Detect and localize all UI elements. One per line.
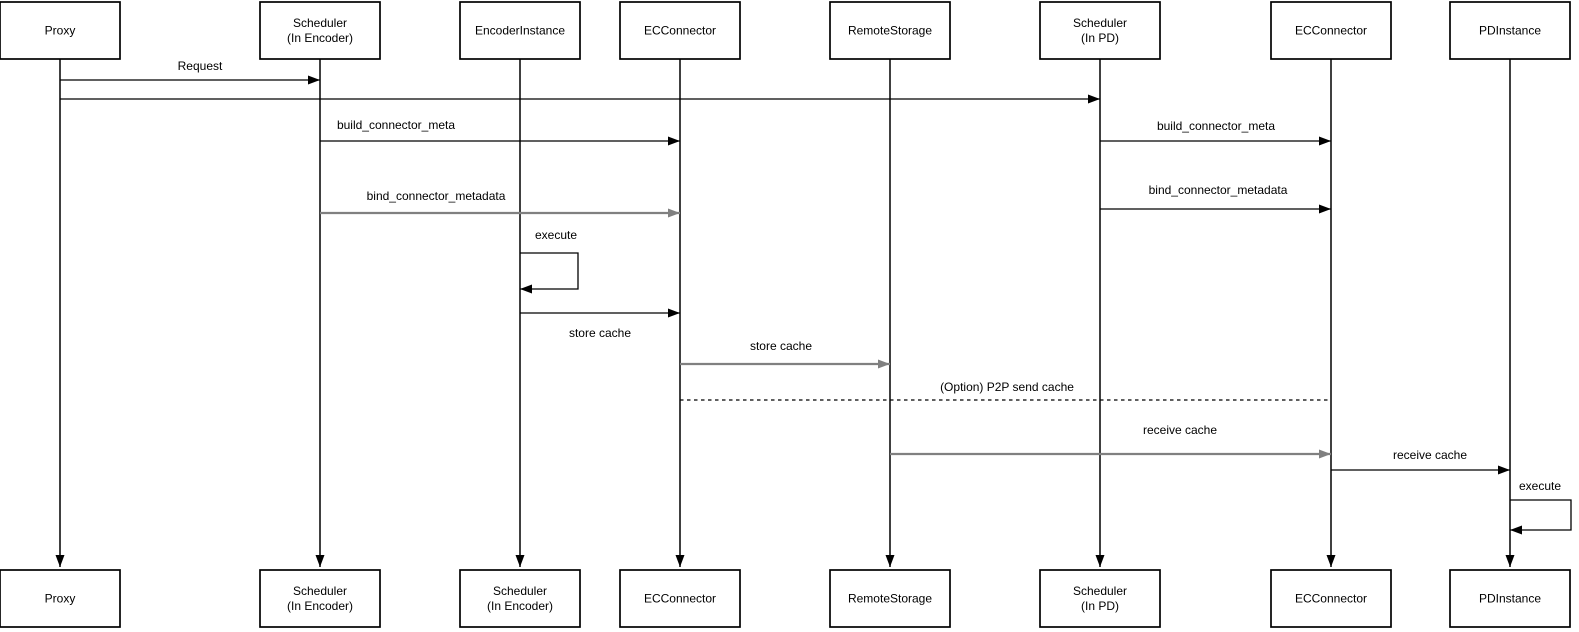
participant-label: Proxy	[45, 24, 76, 38]
participant-box	[259, 569, 381, 628]
participant-ec-connector-pd-top: ECConnector	[1270, 1, 1392, 60]
participant-label: RemoteStorage	[848, 592, 932, 606]
participant-box	[1039, 569, 1161, 628]
participant-encoder-instance-top: EncoderInstance	[459, 1, 581, 60]
participant-pd-instance-bottom: PDInstance	[1449, 569, 1571, 628]
message-label-request: Request	[178, 59, 223, 73]
message-label-build-connector-meta-pd: build_connector_meta	[1157, 119, 1275, 133]
participant-label: (In Encoder)	[287, 599, 353, 613]
participant-pd-instance-top: PDInstance	[1449, 1, 1571, 60]
participant-box	[1270, 1, 1392, 60]
participant-ec-connector-encoder-bottom: ECConnector	[619, 569, 741, 628]
participant-box	[829, 569, 951, 628]
participant-label: (In PD)	[1081, 599, 1119, 613]
participant-label: Scheduler	[1073, 16, 1127, 30]
participant-label: (In Encoder)	[487, 599, 553, 613]
lifelines-layer	[55, 59, 1515, 567]
participant-label: Proxy	[45, 592, 76, 606]
participant-label: Scheduler	[1073, 584, 1127, 598]
message-label-p2p-send-cache: (Option) P2P send cache	[940, 380, 1074, 394]
participant-label: (In PD)	[1081, 31, 1119, 45]
message-label-receive-cache-connector: receive cache	[1143, 423, 1217, 437]
participant-label: ECConnector	[1295, 24, 1367, 38]
participant-label: Scheduler	[293, 16, 347, 30]
participant-scheduler-in-encoder-bottom: Scheduler(In Encoder)	[259, 569, 381, 628]
participant-box	[619, 569, 741, 628]
self-message-label-execute-pd: execute	[1519, 479, 1561, 493]
participant-box	[619, 1, 741, 60]
messages-layer	[60, 75, 1572, 535]
participant-box	[0, 1, 121, 60]
participant-box	[259, 1, 381, 60]
participant-ec-connector-pd-bottom: ECConnector	[1270, 569, 1392, 628]
participant-scheduler-in-pd-top: Scheduler(In PD)	[1039, 1, 1161, 60]
participant-label: ECConnector	[644, 592, 716, 606]
self-message-execute-encoder	[520, 252, 579, 294]
participant-box	[1039, 1, 1161, 60]
participant-scheduler-in-pd-bottom: Scheduler(In PD)	[1039, 569, 1161, 628]
participant-box	[829, 1, 951, 60]
message-label-store-cache-to-connector: store cache	[569, 326, 631, 340]
participant-box	[1270, 569, 1392, 628]
message-label-store-cache-to-storage: store cache	[750, 339, 812, 353]
self-message-execute-pd	[1510, 499, 1572, 535]
participant-proxy-top: Proxy	[0, 1, 121, 60]
message-label-receive-cache-pd: receive cache	[1393, 448, 1467, 462]
participant-box	[1449, 569, 1571, 628]
participant-label: Scheduler	[493, 584, 547, 598]
participant-label: PDInstance	[1479, 592, 1541, 606]
participant-remote-storage-top: RemoteStorage	[829, 1, 951, 60]
participant-scheduler-in-encoder-top: Scheduler(In Encoder)	[259, 1, 381, 60]
message-labels-layer: Request build_connector_meta build_connect…	[178, 59, 1562, 493]
participant-box	[459, 1, 581, 60]
participant-box	[0, 569, 121, 628]
participant-label: ECConnector	[1295, 592, 1367, 606]
participant-label: Scheduler	[293, 584, 347, 598]
participant-label: EncoderInstance	[475, 24, 565, 38]
message-label-build-connector-meta-encoder: build_connector_meta	[337, 118, 455, 132]
participant-remote-storage-bottom: RemoteStorage	[829, 569, 951, 628]
message-label-bind-connector-metadata-encoder: bind_connector_metadata	[367, 189, 506, 203]
participant-proxy-bottom: Proxy	[0, 569, 121, 628]
participant-label: RemoteStorage	[848, 24, 932, 38]
participant-box	[1449, 1, 1571, 60]
participant-label: ECConnector	[644, 24, 716, 38]
participant-label: (In Encoder)	[287, 31, 353, 45]
participant-label: PDInstance	[1479, 24, 1541, 38]
message-label-bind-connector-metadata-pd: bind_connector_metadata	[1149, 183, 1288, 197]
participant-box	[459, 569, 581, 628]
participant-encoder-instance-bottom: Scheduler(In Encoder)	[459, 569, 581, 628]
self-message-label-execute-encoder: execute	[535, 228, 577, 242]
participant-ec-connector-encoder-top: ECConnector	[619, 1, 741, 60]
